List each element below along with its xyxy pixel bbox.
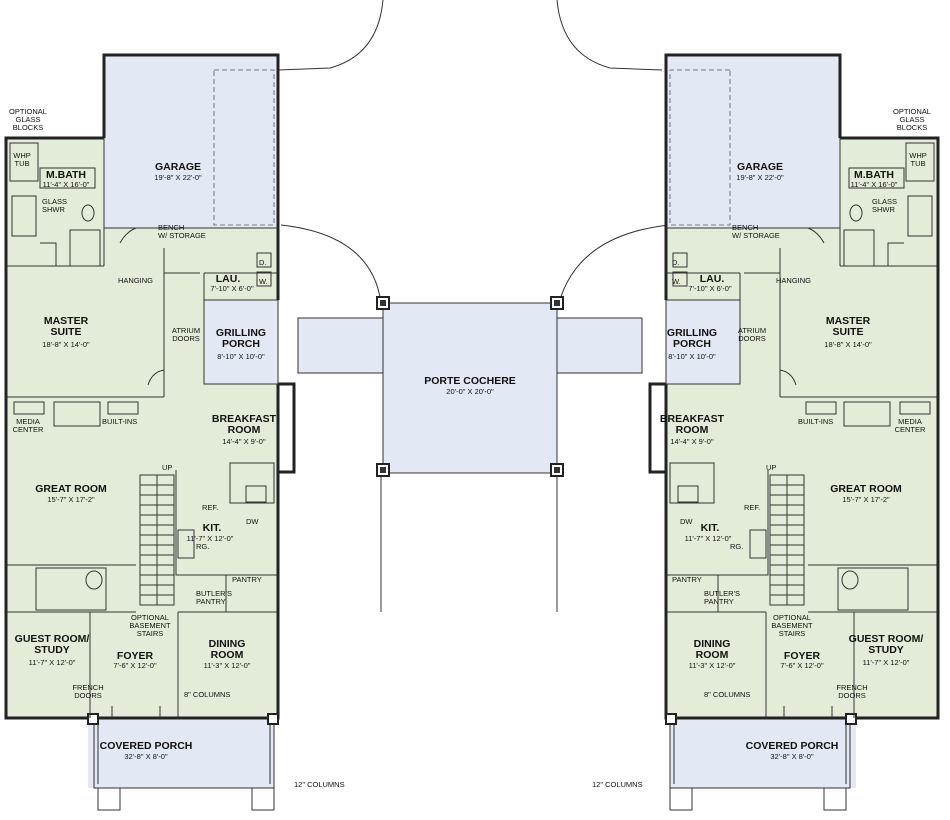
note-washer: W. (259, 277, 268, 286)
room-name-kit: KIT. (203, 522, 222, 534)
room-dim-lau: 7'-10" X 6'-0" (688, 284, 732, 293)
note-hanging: HANGING (118, 276, 153, 285)
driveway (277, 0, 670, 612)
room-dim-master: 18'-8" X 14'-0" (824, 340, 872, 349)
room-dim-great: 15'-7" X 17'-2" (842, 495, 890, 504)
room-name-foyer: FOYER (117, 650, 154, 662)
room-dim-mbath: 11'-4" X 16'-0" (851, 180, 898, 189)
note-ref: REF. (744, 503, 760, 512)
room-name-lau: LAU. (700, 273, 725, 285)
note-dryer: D. (259, 258, 267, 267)
room-dim-kit: 11'-7" X 12'-0" (685, 534, 732, 543)
note-ref: REF. (202, 503, 218, 512)
room-dim-garage: 19'-8" X 22'-0" (154, 173, 202, 182)
room-name-lau: LAU. (216, 273, 241, 285)
note-dw: DW (680, 517, 693, 526)
room-dim-porch: 32'-8" X 8'-0" (770, 752, 814, 761)
note-built-ins: BUILT-INS (798, 417, 833, 426)
note-washer: W. (672, 277, 681, 286)
room-name-kit: KIT. (701, 522, 720, 534)
note-columns-8: 8" COLUMNS (184, 690, 230, 699)
note-rg: RG. (730, 542, 743, 551)
porte-cochere: PORTE COCHERE 20'-0" X 20'-0" (297, 296, 643, 477)
note-built-ins: BUILT-INS (102, 417, 137, 426)
room-dim-lau: 7'-10" X 6'-0" (210, 284, 254, 293)
room-name-guest: GUEST ROOM/STUDY (15, 633, 90, 656)
room-dim-master: 18'-8" X 14'-0" (42, 340, 90, 349)
room-name-garage: GARAGE (737, 161, 783, 173)
room-dim-breakfast: 14'-4" X 9'-0" (222, 437, 266, 446)
room-name-guest: GUEST ROOM/STUDY (849, 633, 924, 656)
room-dim-guest: 11'-7" X 12'-0" (863, 658, 910, 667)
note-up: UP (162, 463, 172, 472)
room-name-porch: COVERED PORCH (746, 740, 839, 752)
room-dim-grilling: 8'-10" X 10'-0" (217, 352, 265, 361)
room-dim-dining: 11'-3" X 12'-0" (204, 661, 251, 670)
unit-left (4, 53, 296, 811)
note-dw: DW (246, 517, 259, 526)
labels-left: GARAGE 19'-8" X 22'-0" M.BATH 11'-4" X 1… (15, 161, 277, 761)
room-dim-foyer: 7'-6" X 12'-0" (780, 661, 824, 670)
porte-cochere-name: PORTE COCHERE (424, 375, 516, 387)
room-dim-great: 15'-7" X 17'-2" (47, 495, 95, 504)
room-name-foyer: FOYER (784, 650, 821, 662)
note-pantry: PANTRY (672, 575, 702, 584)
room-dim-breakfast: 14'-4" X 9'-0" (670, 437, 714, 446)
note-columns-12: 12" COLUMNS (592, 780, 643, 789)
porte-cochere-dim: 20'-0" X 20'-0" (446, 387, 494, 396)
note-hanging: HANGING (776, 276, 811, 285)
room-name-mbath: M.BATH (46, 169, 86, 181)
note-pantry: PANTRY (232, 575, 262, 584)
room-name-mbath: M.BATH (854, 169, 894, 181)
room-name-great: GREAT ROOM (35, 483, 107, 495)
room-dim-porch: 32'-8" X 8'-0" (124, 752, 168, 761)
room-name-garage: GARAGE (155, 161, 201, 173)
room-dim-garage: 19'-8" X 22'-0" (736, 173, 784, 182)
unit-right (648, 53, 940, 811)
room-dim-guest: 11'-7" X 12'-0" (29, 658, 76, 667)
note-columns-8: 8" COLUMNS (704, 690, 750, 699)
room-dim-dining: 11'-3" X 12'-0" (689, 661, 736, 670)
room-name-porch: COVERED PORCH (100, 740, 193, 752)
room-name-great: GREAT ROOM (830, 483, 902, 495)
note-dryer: D. (672, 258, 680, 267)
note-columns-12: 12" COLUMNS (294, 780, 345, 789)
room-dim-kit: 11'-7" X 12'-0" (187, 534, 234, 543)
labels-right: GARAGE 19'-8" X 22'-0" M.BATH 11'-4" X 1… (660, 161, 924, 761)
room-dim-grilling: 8'-10" X 10'-0" (668, 352, 716, 361)
note-rg: RG. (196, 542, 209, 551)
room-dim-mbath: 11'-4" X 16'-0" (43, 180, 90, 189)
note-up: UP (766, 463, 776, 472)
room-dim-foyer: 7'-6" X 12'-0" (113, 661, 157, 670)
